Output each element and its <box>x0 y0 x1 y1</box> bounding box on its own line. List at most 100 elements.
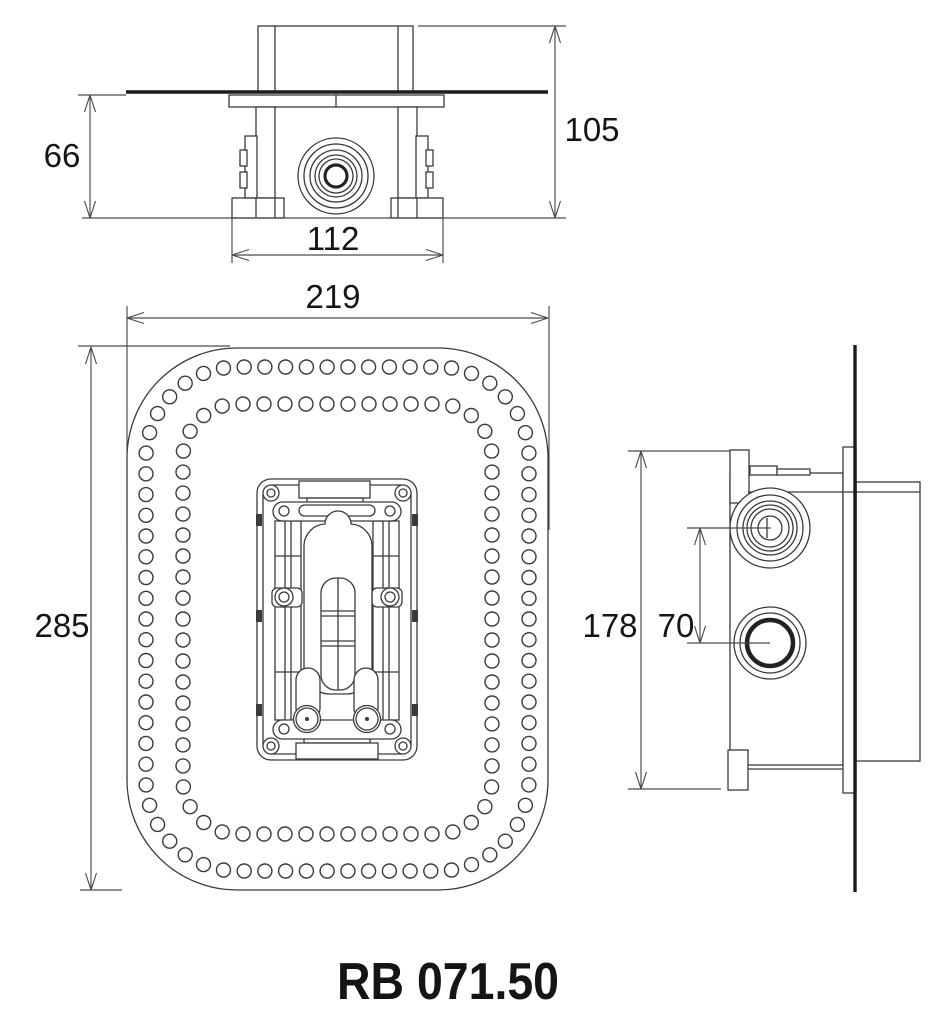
dim-label-178: 178 <box>582 607 637 644</box>
screw-hole <box>235 396 251 412</box>
screw-hole <box>521 694 537 710</box>
screw-hole <box>175 716 191 732</box>
screw-hole <box>138 694 154 710</box>
screw-hole <box>340 359 356 375</box>
screw-hole <box>138 715 154 731</box>
screw-hole <box>509 405 526 422</box>
screw-hole <box>319 359 335 375</box>
outer-hole-ring <box>138 359 537 879</box>
screw-hole <box>175 527 191 543</box>
screw-hole <box>256 826 272 842</box>
arrow-up-icon <box>634 450 648 469</box>
arrow-up-icon <box>84 346 98 365</box>
arrow-left-icon <box>231 248 250 262</box>
screw-hole <box>175 464 191 480</box>
arrow-down-icon <box>84 872 98 891</box>
screw-hole <box>521 486 537 503</box>
product-code: RB 071.50 <box>337 953 559 1011</box>
dim-285: 285 <box>34 345 230 891</box>
screw-hole <box>298 826 314 842</box>
dim-label-285: 285 <box>34 607 89 644</box>
screw-hole <box>236 863 252 879</box>
foot-left <box>231 197 285 219</box>
screw-hole <box>484 653 500 669</box>
inner-hole-ring <box>175 396 500 842</box>
screw-hole <box>175 548 191 564</box>
screw-hole <box>214 398 230 414</box>
top-view-body <box>126 25 548 219</box>
clip-left <box>244 135 258 199</box>
screw-hole <box>141 797 158 813</box>
side-view: 178 70 <box>582 345 921 892</box>
screw-hole <box>521 756 537 772</box>
screw-hole <box>484 758 500 774</box>
screw-hole <box>195 814 212 831</box>
screw-hole <box>277 826 293 842</box>
screw-hole <box>175 506 191 522</box>
mid-lug-left <box>271 587 303 608</box>
screw-hole <box>175 590 191 606</box>
dim-112: 112 <box>231 218 444 263</box>
screw-hole <box>277 396 293 412</box>
screw-hole <box>484 485 500 501</box>
screw-hole <box>175 674 191 690</box>
bottom-lug-bar <box>272 719 402 740</box>
screw-hole <box>175 779 192 795</box>
arrow-left-icon <box>126 311 145 325</box>
screw-hole <box>381 359 398 375</box>
screw-hole <box>521 715 537 731</box>
screw-hole <box>382 396 398 412</box>
screw-hole <box>521 652 537 669</box>
dim-105: 105 <box>418 25 620 219</box>
screw-hole <box>482 375 498 391</box>
screw-hole <box>360 863 377 879</box>
dim-66: 66 <box>44 94 566 219</box>
screw-hole <box>484 590 500 606</box>
arrow-right-icon <box>530 311 549 325</box>
arrow-up-icon <box>693 527 707 546</box>
screw-hole <box>215 862 232 878</box>
screw-hole <box>138 611 154 627</box>
top-view: 66 105 112 <box>44 25 620 263</box>
screw-hole <box>423 863 439 879</box>
outlet-port-right <box>352 704 382 734</box>
screw-hole <box>177 847 193 863</box>
screw-hole <box>424 826 440 842</box>
screw-hole <box>215 360 232 376</box>
screw-hole <box>521 632 537 648</box>
rail-left-outer <box>274 520 286 721</box>
dim-label-70: 70 <box>658 607 695 644</box>
screw-hole <box>149 816 166 833</box>
screw-hole <box>484 611 500 627</box>
screw-hole <box>443 862 460 878</box>
screw-hole <box>484 527 500 543</box>
screw-hole <box>235 826 251 842</box>
screw-hole <box>403 396 419 412</box>
screw-hole <box>257 359 273 375</box>
screw-hole <box>138 735 154 752</box>
screw-hole <box>175 695 191 711</box>
screw-hole <box>463 814 479 831</box>
screw-hole <box>484 695 500 711</box>
screw-hole <box>319 863 335 879</box>
screw-hole <box>175 758 191 774</box>
screw-hole <box>214 824 230 840</box>
arrow-down-icon <box>83 200 97 219</box>
screw-hole <box>484 569 500 585</box>
screw-hole <box>521 735 537 752</box>
screw-hole <box>298 863 315 879</box>
screw-hole <box>521 466 537 482</box>
back-plate <box>855 481 921 762</box>
screw-hole <box>484 716 500 732</box>
screw-hole <box>521 590 537 606</box>
screw-hole <box>138 528 154 544</box>
screw-hole <box>360 359 377 375</box>
screw-hole <box>382 826 398 842</box>
screw-hole <box>161 389 178 405</box>
screw-hole <box>445 398 461 414</box>
screw-hole <box>482 847 498 863</box>
screw-hole <box>463 365 480 382</box>
screw-hole <box>484 737 500 753</box>
